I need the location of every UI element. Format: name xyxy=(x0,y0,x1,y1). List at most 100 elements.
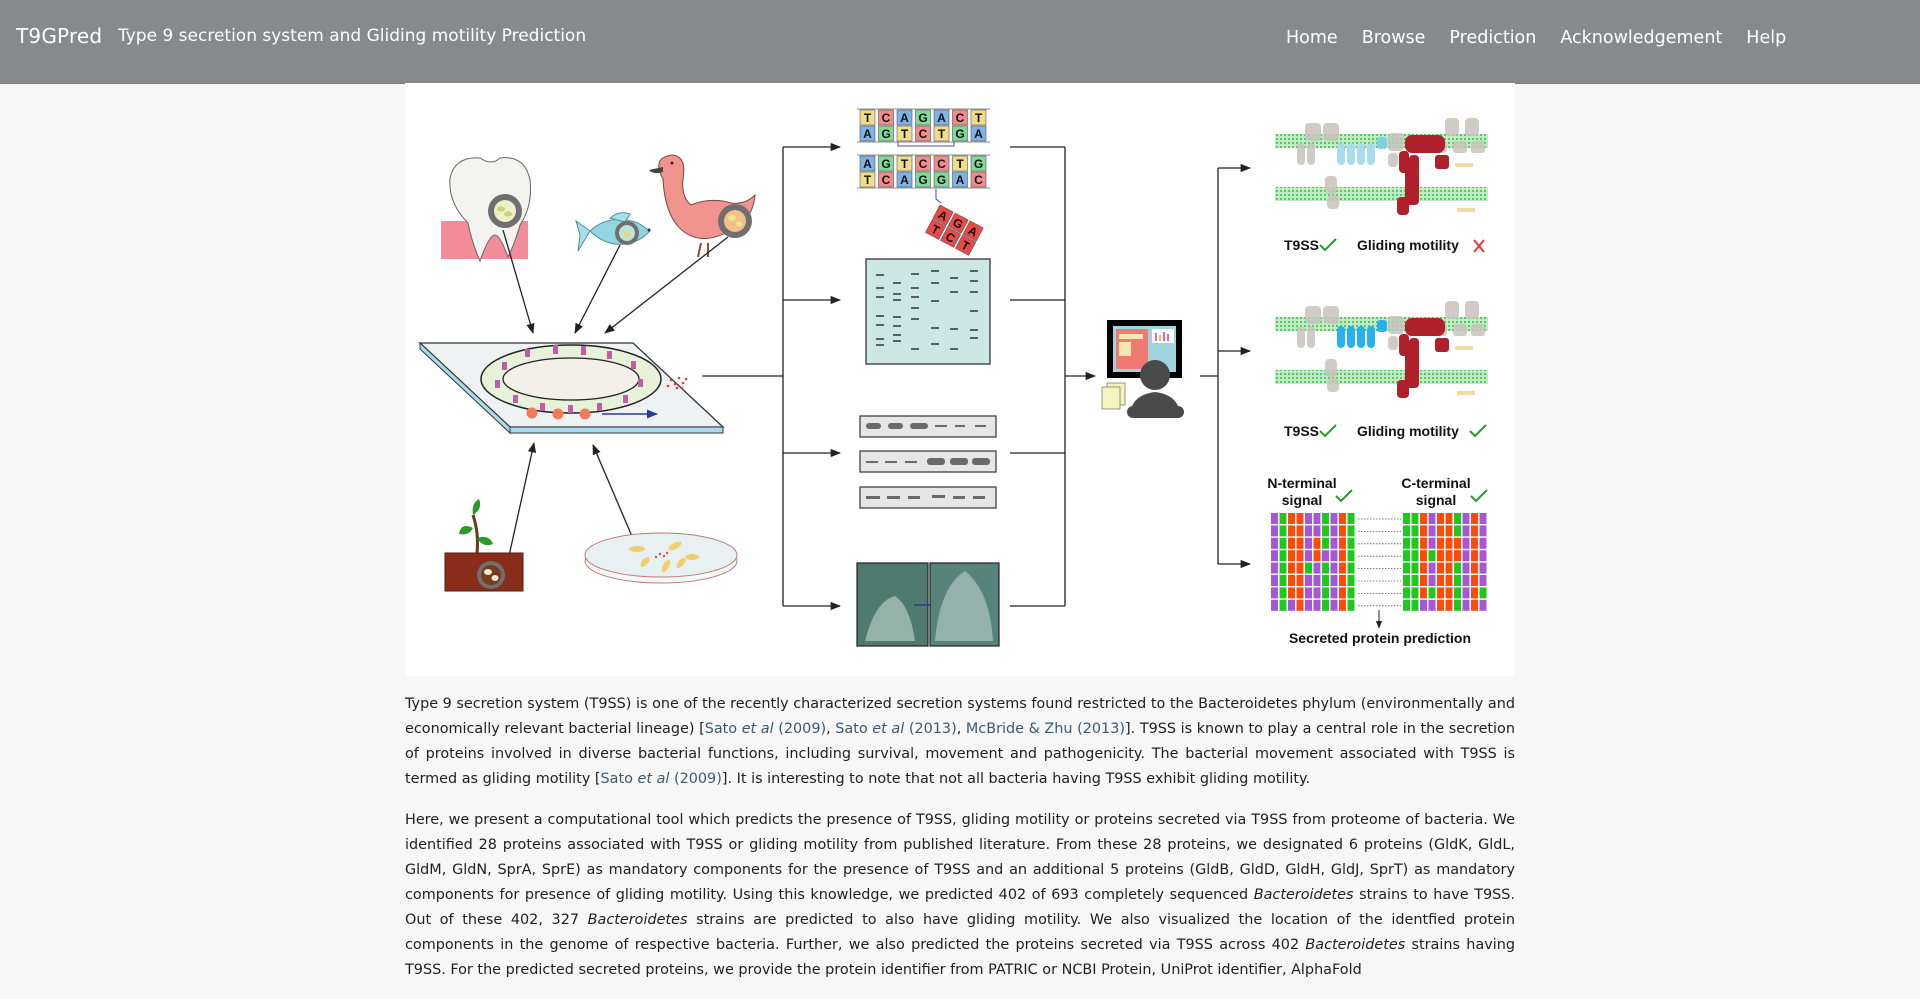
signal-residue-cell xyxy=(1471,562,1478,574)
signal-residue-cell xyxy=(1313,587,1321,599)
signal-residue-cell xyxy=(1330,599,1338,611)
signal-residue-cell xyxy=(1403,599,1410,611)
signal-residue-cell xyxy=(1296,550,1304,562)
arrow xyxy=(592,444,638,549)
computer-user-icon xyxy=(1101,320,1184,418)
signal-residue-cell xyxy=(1296,537,1304,549)
dna-base-cell xyxy=(952,109,968,126)
signal-residue-cell xyxy=(1445,599,1453,611)
dna-base-cell xyxy=(915,125,931,142)
nav-browse[interactable]: Browse xyxy=(1361,28,1426,48)
signal-residue-cell xyxy=(1330,513,1338,524)
dna-base-letter: G xyxy=(918,173,927,187)
signal-residue-cell xyxy=(1471,525,1478,537)
dna-base-cell xyxy=(970,125,987,142)
dna-base-letter: T xyxy=(901,127,909,141)
signal-residue-cell xyxy=(1322,550,1329,562)
signal-residue-cell xyxy=(1313,562,1321,574)
dna-base-cell xyxy=(933,155,950,172)
signal-residue-cell xyxy=(1462,587,1470,599)
dna-base-cell xyxy=(896,125,913,142)
dna-base-cell xyxy=(878,155,894,172)
signal-residue-cell xyxy=(1296,562,1304,574)
signal-residue-cell xyxy=(1271,599,1278,611)
intro-paragraph-2: Here, we present a computational tool wh… xyxy=(405,812,1515,978)
signal-residue-cell xyxy=(1313,599,1321,611)
intro-paragraph-1: Type 9 secretion system (T9SS) is one of… xyxy=(405,696,1515,787)
arrow xyxy=(604,236,729,334)
nav-home[interactable]: Home xyxy=(1286,28,1338,48)
ref-sato-2009[interactable]: Sato et al (2009) xyxy=(704,721,827,737)
duck-icon xyxy=(649,154,756,258)
signal-residue-cell xyxy=(1288,537,1295,549)
brand-logo[interactable]: T9GPred xyxy=(16,24,103,48)
signal-residue-cell xyxy=(1288,525,1295,537)
signal-residue-cell xyxy=(1471,537,1478,549)
dna-base-letter: T xyxy=(901,157,909,171)
signal-residue-cell xyxy=(1445,537,1453,549)
dna-base-letter: A xyxy=(956,173,965,187)
signal-residue-cell xyxy=(1305,550,1312,562)
gel-electrophoresis-illustration xyxy=(865,258,991,365)
branch-connector-left xyxy=(702,147,784,606)
signal-residue-cell xyxy=(1411,513,1419,524)
signal-residue-cell xyxy=(1445,587,1453,599)
signal-residue-cell xyxy=(1271,562,1278,574)
signal-residue-cell xyxy=(1403,525,1410,537)
signal-residue-cell xyxy=(1271,550,1278,562)
signal-residue-cell xyxy=(1471,513,1478,524)
ref-sato-2013[interactable]: Sato et al (2013) xyxy=(835,721,957,737)
panel-2-labels: T9SS Gliding motility xyxy=(1284,423,1487,439)
signal-residue-cell xyxy=(1288,513,1295,524)
signal-residue-cell xyxy=(1411,599,1419,611)
signal-residue-cell xyxy=(1428,599,1436,611)
signal-residue-cell xyxy=(1279,513,1287,524)
signal-residue-cell xyxy=(1437,513,1444,524)
signal-residue-cell xyxy=(1462,575,1470,586)
signal-residue-cell xyxy=(1420,550,1427,562)
signal-residue-cell xyxy=(1479,537,1487,549)
signal-residue-cell xyxy=(1479,550,1487,562)
dna-base-cell xyxy=(859,155,876,172)
dna-base-letter: A xyxy=(863,157,872,171)
signal-sequence-grid xyxy=(1271,513,1487,611)
signal-residue-cell xyxy=(1437,537,1444,549)
signal-residue-cell xyxy=(1454,537,1461,549)
dna-base-cell xyxy=(925,218,947,240)
dna-base-letter: C xyxy=(919,157,928,171)
signal-residue-cell xyxy=(1462,550,1470,562)
dna-base-letter: T xyxy=(956,157,964,171)
dna-base-letter: G xyxy=(881,157,890,171)
signal-residue-cell xyxy=(1454,550,1461,562)
signal-residue-cell xyxy=(1479,599,1487,611)
signal-residue-cell xyxy=(1322,562,1329,574)
dna-base-cell xyxy=(878,171,894,188)
fish-icon xyxy=(575,212,651,252)
signal-residue-cell xyxy=(1403,575,1410,586)
signal-residue-cell xyxy=(1305,525,1312,537)
nav-help[interactable]: Help xyxy=(1746,28,1787,48)
nav-acknowledgement[interactable]: Acknowledgement xyxy=(1560,28,1723,48)
ref-sato-2009-second[interactable]: Sato et al (2009) xyxy=(600,771,722,787)
signal-residue-cell xyxy=(1296,575,1304,586)
signal-residue-cell xyxy=(1403,587,1410,599)
ref-mcbride-zhu-2013[interactable]: McBride & Zhu (2013) xyxy=(965,721,1125,737)
signal-residue-cell xyxy=(1479,525,1487,537)
signal-residue-cell xyxy=(1471,575,1478,586)
dna-base-cell xyxy=(915,109,931,126)
signal-residue-cell xyxy=(1420,537,1427,549)
dna-base-letter: C xyxy=(882,173,891,187)
signal-residue-cell xyxy=(1454,599,1461,611)
signal-residue-cell xyxy=(1347,599,1355,611)
branch-connector-right xyxy=(1200,168,1219,564)
signal-residue-cell xyxy=(1271,537,1278,549)
signal-residue-cell xyxy=(1330,525,1338,537)
signal-residue-cell xyxy=(1437,587,1444,599)
nav-prediction[interactable]: Prediction xyxy=(1449,28,1537,48)
signal-residue-cell xyxy=(1279,562,1287,574)
dna-base-cell xyxy=(955,234,977,256)
western-blot-illustration xyxy=(859,415,997,509)
dna-base-letter: A xyxy=(863,127,872,141)
